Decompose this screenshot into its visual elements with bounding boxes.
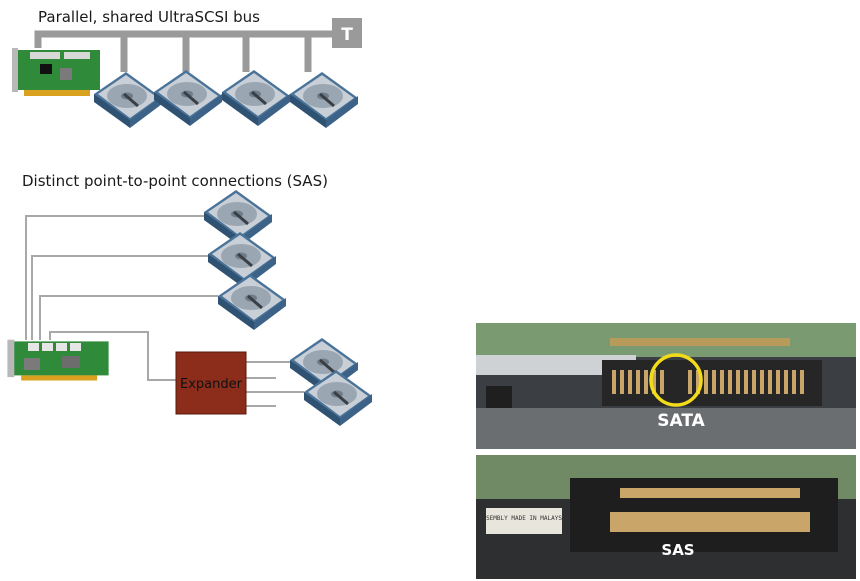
scsi-drive-4	[288, 70, 360, 130]
sas-wires	[25, 215, 304, 407]
sas-controller-card	[7, 339, 109, 381]
sata-label: SATA	[657, 411, 705, 431]
expander-box: Expander	[175, 351, 247, 415]
scsi-controller-card	[12, 48, 100, 96]
scsi-drive-1	[92, 70, 164, 130]
top-title: Parallel, shared UltraSCSI bus	[38, 8, 260, 26]
expander-label: Expander	[180, 377, 243, 392]
terminator-label: T	[341, 25, 353, 45]
shared-bus	[34, 30, 338, 72]
bus-terminator: T	[332, 18, 362, 48]
sticker-text: ASSEMBLY MADE IN MALAYSIA	[479, 515, 570, 522]
sata-highlight-ring	[649, 353, 703, 407]
scsi-drive-2	[152, 68, 224, 128]
scsi-drive-3	[220, 68, 292, 128]
sas-label: SAS	[661, 541, 694, 559]
sas-drive-3	[216, 272, 288, 332]
bottom-title: Distinct point-to-point connections (SAS…	[22, 172, 328, 190]
connector-photo: SATA ASSEMBLY MADE IN MALAYSIA SAS	[476, 323, 856, 579]
